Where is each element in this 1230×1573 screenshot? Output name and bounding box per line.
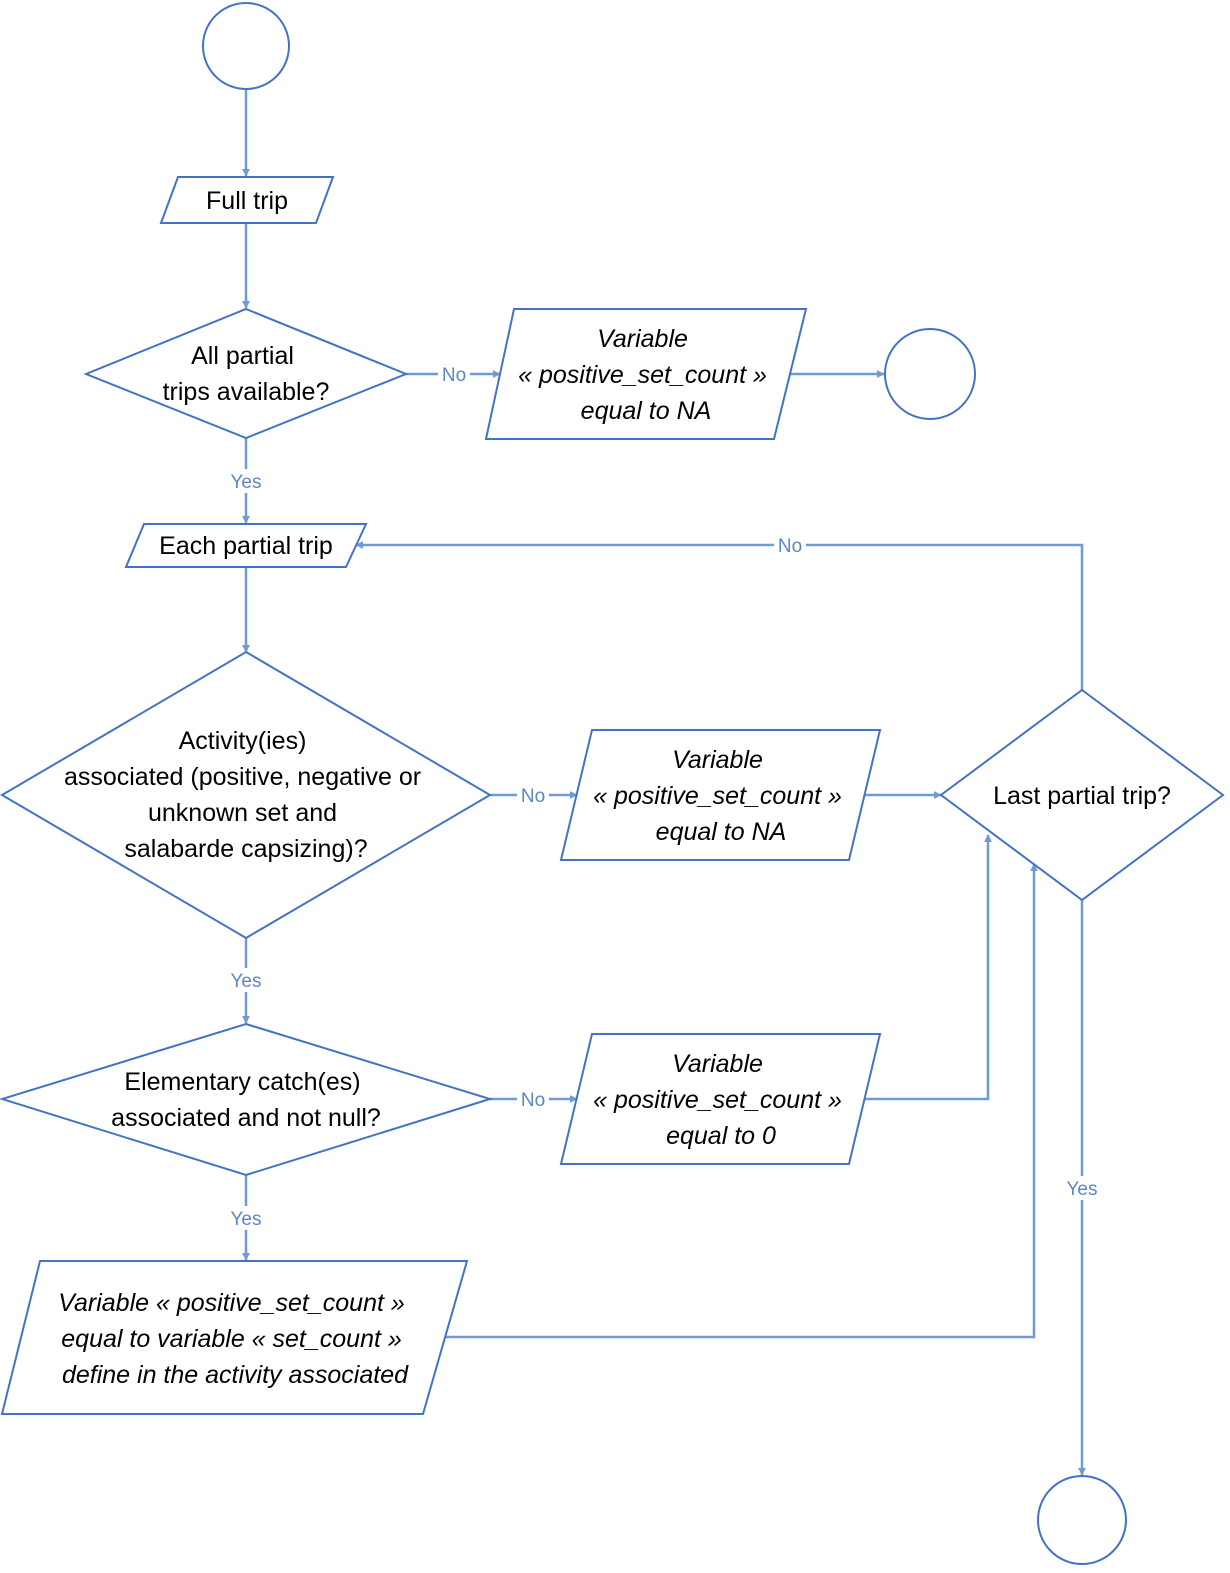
node-na-mid-line: « positive_set_count » [593,782,842,810]
edge-last-partial-no [355,540,1084,690]
decision-elementary: Elementary catch(es) associated and not … [0,1022,494,1177]
node-full-trip: Full trip [159,176,335,224]
edge-label-elementary-no: No [521,1090,545,1111]
edge-zero-to-last [865,834,993,1101]
svg-text:Last partial trip?: Last partial trip? [993,782,1171,810]
decision-elementary-line: associated and not null? [111,1104,381,1132]
node-na-mid-line: equal to NA [656,818,787,846]
node-set-count-line: equal to variable « set_count » [61,1325,402,1353]
decision-last-partial: Last partial trip? [939,688,1225,902]
node-na-mid-line: Variable [672,746,763,774]
svg-text:Each partial trip: Each partial trip [159,532,333,560]
svg-text:Full trip: Full trip [206,187,288,215]
node-zero-line: equal to 0 [666,1122,776,1150]
decision-activity-line: salabarde capsizing)? [124,835,367,863]
end-node-top [884,328,976,420]
start-node [202,2,290,90]
svg-text:Elementary catch(es) a: Elementary catch(es) associated and not … [111,1068,381,1132]
decision-last-partial-line: Last partial trip? [993,782,1171,810]
decision-activity: Activity(ies) associated (positive, nega… [0,650,492,940]
decision-activity-line: unknown set and [148,799,337,827]
svg-text:All partial trips avai: All partial trips available? [163,342,330,406]
node-set-count: Variable « positive_set_count » equal to… [0,1260,469,1415]
node-zero: Variable « positive_set_count » equal to… [559,1033,882,1165]
svg-text:Variable « positive_se: Variable « positive_set_count » equal to… [518,325,774,425]
edge-label-activity-yes: Yes [231,971,262,992]
edge-label-elementary-yes: Yes [231,1209,262,1230]
decision-all-partial-line: All partial [191,342,294,370]
decision-activity-line: Activity(ies) [179,727,307,755]
edge-labels: No Yes No No Yes No Yes Yes [226,362,1102,1230]
edge-label-all-partial-yes: Yes [231,472,262,493]
decision-all-partial-line: trips available? [163,378,330,406]
node-zero-line: « positive_set_count » [593,1086,842,1114]
decision-elementary-line: Elementary catch(es) [124,1068,360,1096]
svg-text:Variable « positive_se: Variable « positive_set_count » equal to… [593,1050,849,1150]
decision-all-partial: All partial trips available? [83,307,409,440]
edge-label-last-no: No [778,536,802,557]
node-zero-line: Variable [672,1050,763,1078]
edge-label-activity-no: No [521,786,545,807]
edge-label-all-partial-no: No [442,365,466,386]
svg-text:Variable « positive_set_count: Variable « positive_set_count » equal to… [58,1289,411,1389]
end-node-bottom [1037,1475,1127,1565]
edge-label-last-yes: Yes [1067,1179,1098,1200]
node-na-top-line: Variable [597,325,688,353]
svg-text:Activity(ies) associat: Activity(ies) associated (positive, nega… [64,727,428,863]
node-each-partial-line: Each partial trip [159,532,333,560]
node-na-mid: Variable « positive_set_count » equal to… [559,729,882,861]
svg-text:Variable « positive_se: Variable « positive_set_count » equal to… [593,746,849,846]
node-set-count-line: define in the activity associated [62,1361,409,1389]
node-na-top: Variable « positive_set_count » equal to… [484,308,808,440]
node-each-partial: Each partial trip [124,523,368,568]
edge-set-count-to-last [444,863,1039,1339]
node-set-count-line: Variable « positive_set_count » [58,1289,405,1317]
decision-activity-line: associated (positive, negative or [64,763,421,791]
node-full-trip-line: Full trip [206,187,288,215]
node-na-top-line: equal to NA [581,397,712,425]
node-na-top-line: « positive_set_count » [518,361,767,389]
